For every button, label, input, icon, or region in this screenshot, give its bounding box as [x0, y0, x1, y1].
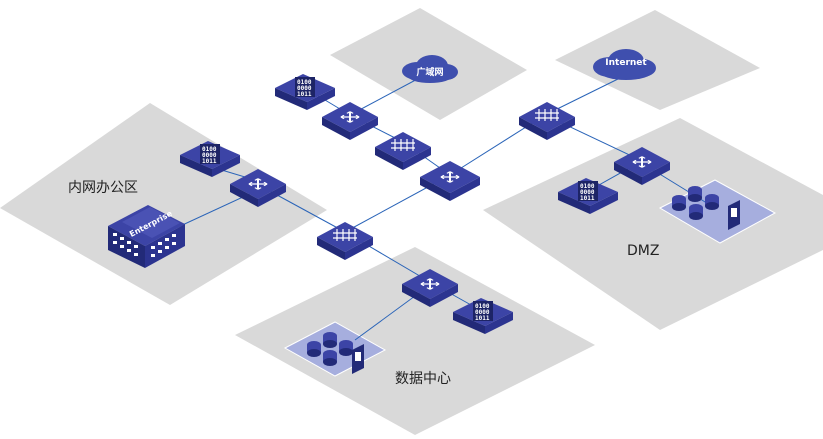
datacenter-database-icons — [307, 332, 353, 366]
ips-wan-device-icon: 0100 0000 1011 — [275, 74, 335, 110]
firewall-internet-icon — [519, 102, 575, 140]
cloud-label-wan: 广域网 — [416, 68, 444, 78]
switch-dmz-icon — [614, 147, 670, 185]
lcd-line-1: 0100 — [580, 183, 595, 190]
ips-datacenter-device-icon: 0100 0000 1011 — [453, 298, 513, 334]
zone-datacenter-plate — [235, 247, 595, 435]
zone-label-datacenter: 数据中心 — [395, 371, 451, 387]
firewall-wan-icon — [375, 132, 431, 170]
lcd-line-2: 0000 — [475, 309, 490, 316]
ips-intranet-device-icon: 0100 0000 1011 — [180, 141, 240, 177]
cloud-label-internet: Internet — [605, 58, 647, 68]
ips-dmz-device-icon: 0100 0000 1011 — [558, 178, 618, 214]
enterprise-building-icon — [108, 205, 185, 268]
zone-internet-plate — [555, 10, 760, 110]
lcd-line-3: 1011 — [297, 91, 312, 98]
wan-cloud-icon — [402, 55, 458, 83]
lcd-line-2: 0000 — [580, 189, 595, 196]
zone-label-intranet: 内网办公区 — [68, 180, 138, 196]
lcd-line-1: 0100 — [475, 303, 490, 310]
dmz-database-icons — [672, 186, 719, 220]
switch-wan-icon — [322, 102, 378, 140]
zone-dmz-plate — [483, 118, 823, 330]
internet-cloud-icon — [593, 49, 656, 80]
lcd-line-2: 0000 — [297, 85, 312, 92]
lcd-line-1: 0100 — [202, 146, 217, 153]
lcd-line-3: 1011 — [202, 158, 217, 165]
lcd-line-3: 1011 — [475, 315, 490, 322]
lcd-line-2: 0000 — [202, 152, 217, 159]
switch-datacenter-icon — [402, 269, 458, 307]
zone-intranet-plate — [0, 103, 327, 305]
zone-label-dmz: DMZ — [627, 243, 660, 259]
firewall-center-icon — [317, 222, 373, 260]
datacenter-workstation-icon — [352, 344, 364, 374]
lcd-line-1: 0100 — [297, 79, 312, 86]
lcd-line-3: 1011 — [580, 195, 595, 202]
dmz-workstation-icon — [728, 200, 740, 230]
switch-intranet-icon — [230, 169, 286, 207]
core-router-icon — [420, 161, 480, 201]
